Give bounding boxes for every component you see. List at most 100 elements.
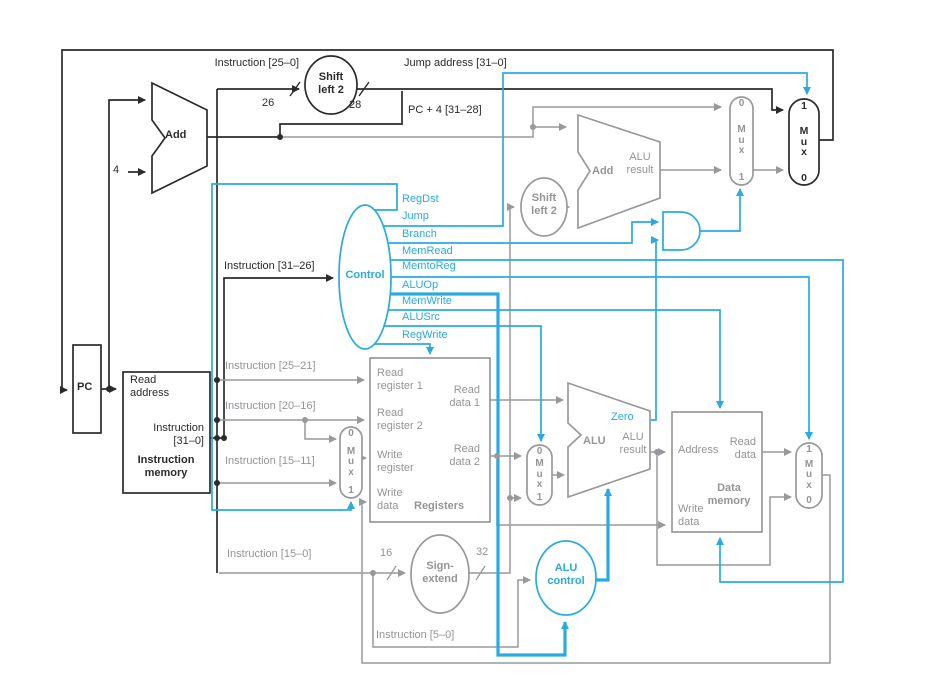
jump-mux-label: M u x [799, 125, 809, 159]
label-instruction-31-26: Instruction [31–26] [224, 260, 315, 272]
label-instruction-15-0: Instruction [15–0] [227, 548, 312, 560]
label-alu-control: ALU control [547, 562, 585, 587]
wire-jump-address [357, 88, 784, 114]
label-mem-read-data: Read data [729, 436, 756, 461]
alu-src-mux-label: M u x [535, 458, 544, 491]
wire-signext-out-riser [469, 203, 515, 574]
label-32: 32 [476, 546, 489, 558]
branch-mux-top: 0 [738, 98, 745, 109]
mem-to-reg-mux-shape [795, 442, 823, 509]
jump-mux: 1 M u x 0 [789, 99, 819, 185]
label-instruction-15-11: Instruction [15–11] [225, 455, 315, 467]
mem-to-reg-mux-top: 1 [806, 444, 812, 455]
alu-src-mux: 0 M u x 1 [527, 445, 552, 505]
wire-pc4-upper-bits [279, 91, 403, 137]
wire-writeback [359, 474, 831, 664]
wire-aluop [390, 292, 569, 657]
label-branch: Branch [402, 228, 437, 240]
label-registers: Registers [414, 500, 465, 512]
label-alu: ALU [583, 435, 606, 447]
instruction-memory-box [122, 371, 211, 494]
shift-left-2-oval [304, 55, 358, 115]
label-write-register: Write register [377, 449, 414, 474]
write-register-mux-shape [339, 426, 363, 499]
jump-mux-top: 1 [801, 100, 807, 112]
label-pc: PC [77, 381, 93, 393]
junction-dots [106, 124, 660, 576]
label-data-memory: Data memory [707, 482, 751, 507]
data-memory-box [671, 411, 763, 533]
label-mem-write-data: Write data [678, 503, 704, 528]
wire-memtoreg [391, 276, 813, 440]
label-read-register-2: Read register 2 [377, 407, 423, 432]
control-oval [338, 204, 392, 350]
label-4: 4 [113, 164, 120, 176]
wire-pc-loop [60, 49, 834, 394]
wire-branch [388, 218, 659, 244]
branch-mux: 0 M u x 1 [730, 97, 753, 185]
wire-memread [390, 259, 844, 583]
dot-rt-branch [302, 417, 308, 423]
wires-control [211, 72, 844, 657]
wire-pc4-to-branch [280, 103, 722, 138]
dot-bus-15-11 [214, 480, 220, 486]
label-regs-write-data: Write data [377, 487, 403, 512]
label-28: 28 [349, 99, 362, 111]
registers-box [369, 357, 491, 523]
label-memwrite: MemWrite [402, 295, 452, 307]
sign-extend-oval [410, 534, 470, 614]
write-register-mux-top: 0 [348, 428, 354, 439]
label-jump: Jump [402, 210, 429, 222]
label-add-branch: Add [592, 165, 614, 177]
label-read-data-1: Read data 1 [449, 384, 480, 409]
label-alu-result-branch: ALU result [626, 151, 654, 176]
label-memtoreg: MemtoReg [402, 260, 456, 272]
label-regdst: RegDst [402, 193, 439, 205]
alu-src-mux-bottom: 1 [536, 491, 543, 503]
dot-read-data-2 [494, 453, 500, 459]
label-control: Control [345, 269, 385, 281]
alu-src-mux-top: 0 [536, 446, 543, 457]
slash-28 [358, 81, 370, 97]
mem-to-reg-mux: 1 M u x 0 [796, 443, 822, 508]
wire-instruction-31-26 [223, 274, 334, 438]
jump-mux-shape [788, 98, 820, 186]
mem-to-reg-mux-bottom: 0 [806, 494, 812, 506]
wire-jump [383, 72, 811, 227]
label-zero: Zero [611, 411, 634, 423]
dot-instr-5-0 [370, 570, 376, 576]
label-instruction-25-0: Instruction [25–0] [214, 57, 299, 69]
wire-alu-result-to-finalmux [656, 452, 792, 566]
label-instruction-memory: Instruction memory [137, 454, 195, 479]
write-register-mux-bottom: 1 [348, 484, 354, 496]
dot-bus-out-a [214, 435, 220, 441]
shift-left-2-branch-oval [520, 177, 568, 237]
slash-32 [475, 565, 486, 581]
label-shift-left-2: Shift left 2 [318, 71, 344, 96]
label-read-address: Read address [130, 374, 170, 399]
label-16: 16 [380, 547, 393, 559]
wires-gray [217, 103, 831, 664]
label-memread: MemRead [402, 245, 453, 257]
add-alu-shape [151, 81, 208, 195]
wire-pc-to-add [108, 96, 146, 389]
and-gate [662, 211, 701, 251]
dot-bus-out-b [221, 435, 227, 441]
label-instruction-31-0: Instruction [31–0] [153, 422, 204, 447]
label-add: Add [165, 129, 187, 141]
slash-26 [289, 81, 301, 97]
wire-rt-to-writemux [304, 420, 337, 443]
dot-bus-20-16 [214, 417, 220, 423]
label-address: Address [678, 444, 719, 456]
wire-regwrite [374, 343, 434, 355]
main-alu-shape [567, 381, 651, 499]
label-26: 26 [262, 97, 275, 109]
alu-control-oval [535, 540, 597, 616]
dot-bus-25-21 [214, 377, 220, 383]
dot-signext-branch [507, 495, 513, 501]
jump-mux-bottom: 0 [801, 171, 807, 184]
branch-mux-shape [729, 96, 754, 186]
label-sign-extend: Sign- extend [422, 560, 458, 585]
